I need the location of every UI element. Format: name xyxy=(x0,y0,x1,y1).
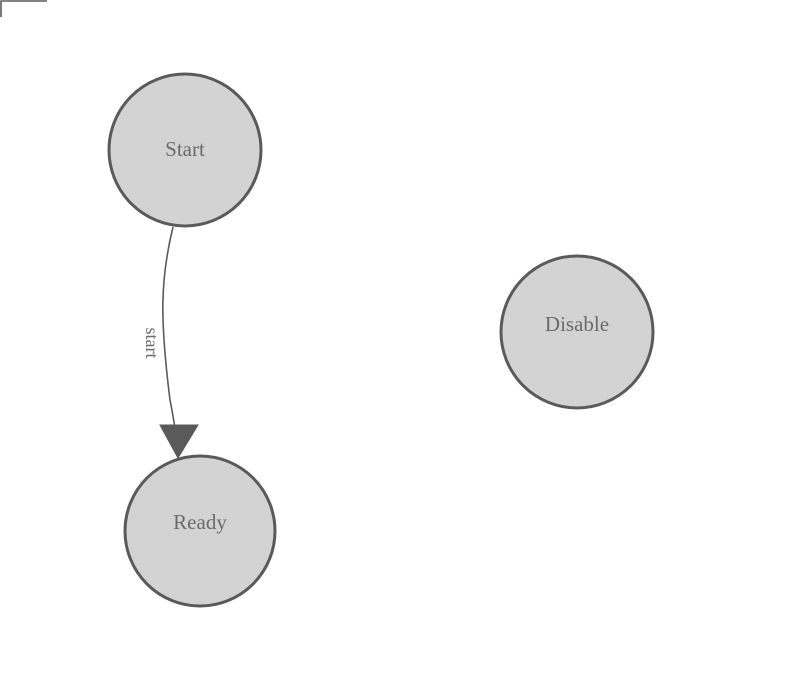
node-ready-label: Ready xyxy=(173,510,227,534)
node-disable-circle[interactable] xyxy=(499,254,655,410)
node-start[interactable]: Start xyxy=(107,72,263,228)
edge-path xyxy=(162,226,179,457)
node-start-circle[interactable] xyxy=(107,72,263,228)
edge-label-start: start xyxy=(142,328,162,359)
node-disable-label: Disable xyxy=(545,312,609,336)
node-disable[interactable]: Disable xyxy=(499,254,655,410)
node-start-label: Start xyxy=(165,137,205,161)
arrowhead-icon xyxy=(159,424,199,460)
node-ready-circle[interactable] xyxy=(123,454,277,608)
edge-start-to-ready[interactable]: start xyxy=(142,226,199,460)
node-ready[interactable]: Ready xyxy=(123,454,277,608)
selection-corner-mark-icon xyxy=(0,0,47,17)
